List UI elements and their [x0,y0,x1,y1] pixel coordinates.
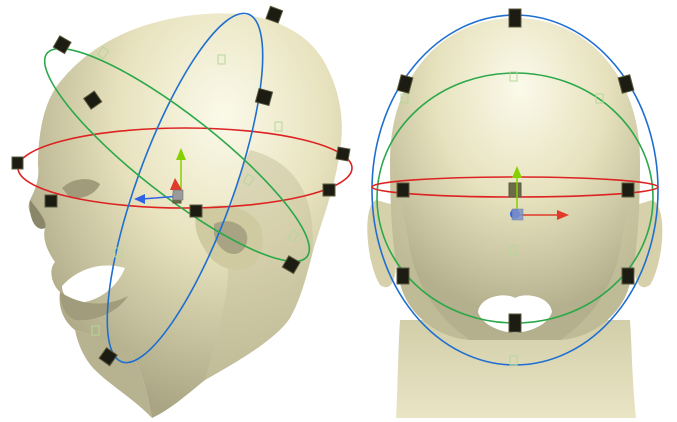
electrode[interactable] [265,5,284,24]
electrode[interactable] [396,74,414,94]
gizmo-center-handle[interactable] [511,208,524,221]
ghost-marker [274,121,283,132]
x-axis-handle[interactable] [170,178,182,190]
electrode[interactable] [322,183,336,197]
z-axis-handle[interactable] [134,194,145,204]
ghost-marker [217,54,226,65]
ghost-marker [400,93,409,104]
y-axis-handle[interactable] [176,148,186,160]
y-axis-handle[interactable] [512,166,522,178]
gizmo-center-handle[interactable] [172,189,184,201]
sagittal-ring [106,12,264,364]
ghost-marker [114,247,123,258]
ghost-marker [96,46,110,60]
x-axis-handle[interactable] [557,210,569,220]
ghost-marker [91,325,100,336]
coronal-ring [43,47,311,263]
electrode[interactable] [621,267,635,285]
transform-gizmo-left[interactable] [134,148,186,204]
electrode[interactable] [98,346,118,367]
electrode[interactable] [617,74,635,94]
ghost-marker [287,229,300,243]
electrode[interactable] [82,90,103,110]
front-view[interactable] [367,8,663,418]
electrode[interactable] [508,8,522,28]
electrode[interactable] [396,182,410,198]
electrode[interactable] [52,35,72,55]
ghost-marker [242,173,255,187]
electrode[interactable] [189,204,203,218]
ghost-markers-front [400,71,604,366]
electrode[interactable] [508,182,522,198]
electrodes-front[interactable] [396,8,635,333]
electrode[interactable] [44,194,58,208]
electrode[interactable] [254,87,274,107]
ghost-marker [595,93,604,104]
left-oblique-view[interactable] [11,0,353,418]
ghost-marker [509,71,518,82]
ghost-marker [509,245,518,256]
transform-gizmo-front[interactable] [510,166,569,221]
electrode[interactable] [396,267,410,285]
ghost-markers-left [91,46,300,336]
electrode[interactable] [281,255,301,275]
electrode[interactable] [11,156,24,170]
electrodes-left[interactable] [11,5,351,367]
electrode[interactable] [508,313,522,333]
electrode[interactable] [621,182,635,198]
electrode[interactable] [335,146,351,162]
ghost-marker [509,355,518,366]
